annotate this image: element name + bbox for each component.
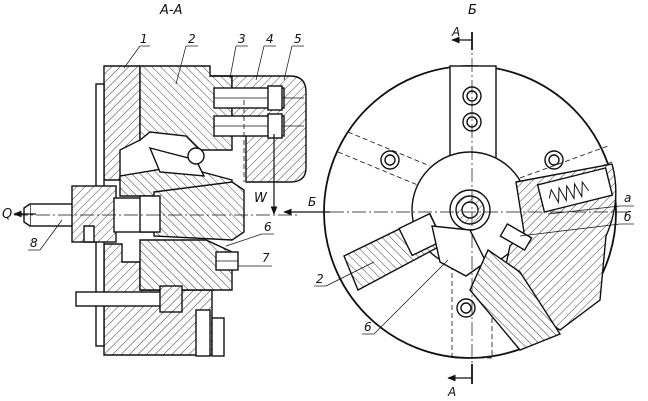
callout-3: 3 [238, 32, 246, 46]
view-arrow-label: Б [308, 195, 316, 209]
callout-1: 1 [140, 32, 148, 46]
callout-a: а [624, 191, 631, 205]
mounting-bolt [75, 291, 169, 307]
callout-6-plan: 6 [364, 320, 372, 334]
callout-b: б [624, 210, 632, 224]
section-view: А-А [2, 3, 330, 357]
lower-jaw-plan [469, 248, 562, 351]
cone-sleeve [153, 181, 245, 241]
plan-title: Б [468, 3, 477, 18]
cut-label-bottom: А [447, 385, 456, 399]
wedge-lever [148, 146, 206, 177]
plan-view: Б [314, 3, 634, 399]
spring-housing [536, 167, 614, 213]
spring [548, 180, 589, 205]
callout-4: 4 [266, 32, 274, 46]
chuck-body [103, 65, 141, 181]
lower-jaw [139, 239, 233, 291]
cut-label-top: А [451, 25, 460, 39]
section-callouts: 1 2 3 4 5 6 7 8 [28, 32, 304, 267]
callout-6: 6 [264, 220, 272, 234]
jaw-body [139, 65, 233, 151]
force-q-label: Q [2, 207, 12, 222]
callout-2-plan: 2 [316, 272, 324, 286]
section-title: А-А [159, 3, 182, 18]
force-w-label: W [254, 191, 268, 206]
callout-5: 5 [294, 32, 302, 46]
callout-2: 2 [188, 32, 196, 46]
callout-8: 8 [30, 236, 38, 250]
callout-7: 7 [262, 251, 270, 265]
